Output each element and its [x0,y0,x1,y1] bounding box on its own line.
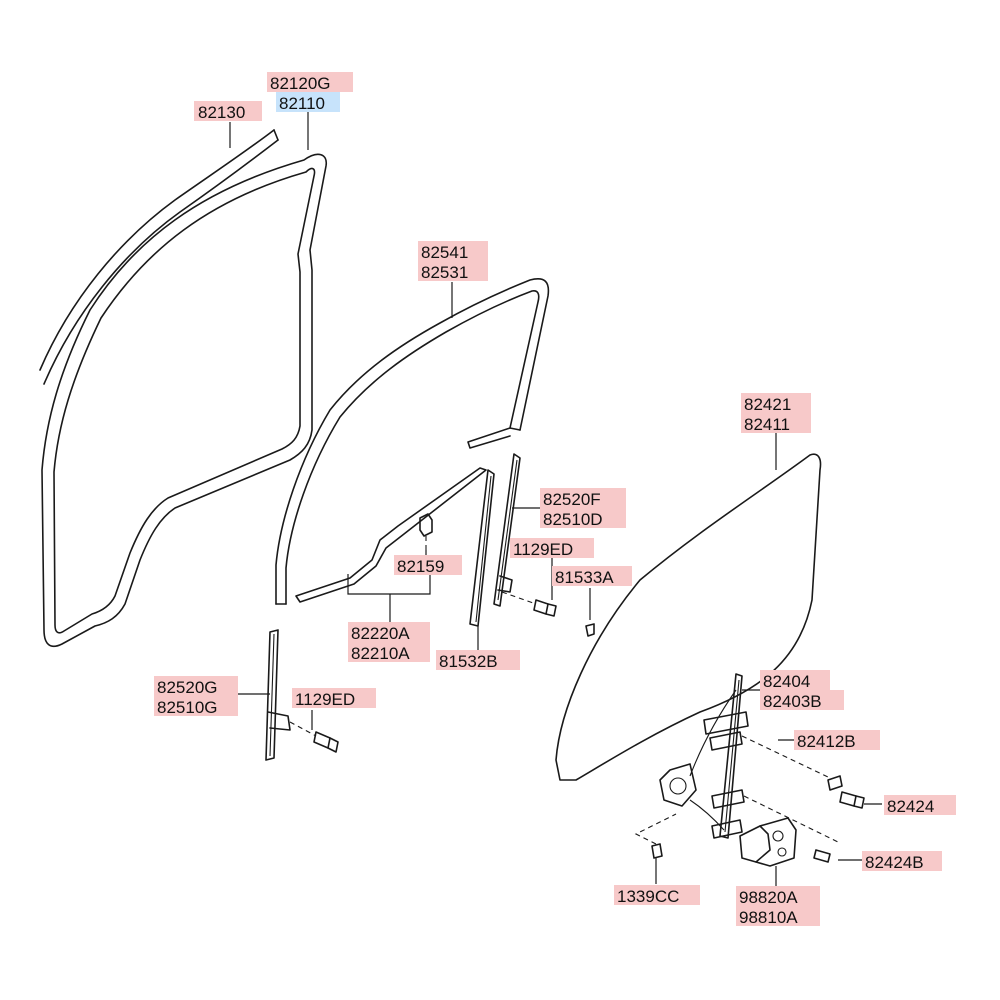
callout-label: 82412B [797,732,856,751]
callout-1129ED-upper[interactable]: 1129ED [510,538,594,559]
callout-label: 81532B [439,652,498,671]
roller-82412B-drawing [827,775,843,791]
callout-label: 82541 [421,243,468,262]
callout-82510G[interactable]: 82510G [154,696,238,717]
callout-82220A[interactable]: 82220A [348,622,430,643]
callout-label: 82110 [279,94,325,113]
callout-label: 82520F [543,490,601,509]
leader-lines [229,112,882,888]
callout-label: 82424B [865,853,924,872]
part-1339CC-drawing [634,813,677,859]
callout-label: 82404 [763,672,810,691]
callout-label: 82520G [157,678,218,697]
callout-98810A[interactable]: 98810A [736,906,820,927]
bolt-1129ED-upper-drawing [501,591,557,617]
callout-label: 1129ED [295,690,355,709]
callout-label: 98820A [739,888,798,907]
callout-label: 1129ED [513,540,573,559]
callout-label: 82510D [543,510,603,529]
clip-82159-drawing [419,513,433,550]
piece-81533A-drawing [585,623,595,637]
callout-98820A[interactable]: 98820A [736,886,820,907]
callout-label: 98810A [739,908,798,927]
callout-82120G[interactable]: 82120G [267,72,353,93]
callout-label: 82120G [270,74,331,93]
callout-81533A[interactable]: 81533A [552,566,632,587]
belt-weatherstrip-82220A-drawing [295,467,487,603]
callout-82531[interactable]: 82531 [418,261,488,282]
door-weatherstrip-82110-drawing [41,153,328,648]
channel-82520F-drawing [493,453,521,607]
callout-82159[interactable]: 82159 [394,555,462,576]
glass-run-channel-82541-drawing [275,278,550,605]
callout-label: 82424 [887,797,934,816]
callout-82520F[interactable]: 82520F [540,488,626,509]
callout-82403B[interactable]: 82403B [760,690,844,711]
callout-label: 81533A [555,568,614,587]
garnish-81532B-drawing [469,469,495,627]
callout-label: 1339CC [617,887,679,906]
callout-82510D[interactable]: 82510D [540,508,626,529]
callout-82520G[interactable]: 82520G [154,676,238,697]
callout-1339CC[interactable]: 1339CC [614,885,700,906]
callout-label: 82159 [397,557,444,576]
callout-82421[interactable]: 82421 [741,393,811,414]
callout-82210A[interactable]: 82210A [348,642,430,663]
bolt-1129ED-lower-drawing [289,721,339,753]
bolt-82424-drawing [839,791,865,809]
callout-82130[interactable]: 82130 [194,101,262,122]
callout-1129ED-lower[interactable]: 1129ED [292,688,376,709]
callout-82541[interactable]: 82541 [418,241,488,262]
callout-82424[interactable]: 82424 [884,795,956,816]
callout-label: 82220A [351,624,410,643]
callout-82404[interactable]: 82404 [760,670,830,691]
callout-81532B[interactable]: 81532B [436,650,520,671]
callout-label: 82130 [198,103,245,122]
channel-82520G-drawing [265,629,291,761]
callout-82424B[interactable]: 82424B [862,851,942,872]
callout-label: 82403B [763,692,822,711]
callout-82412B[interactable]: 82412B [794,730,880,751]
callout-label: 82411 [744,415,790,434]
door-glass-82421-drawing [555,453,822,781]
callout-label: 82510G [157,698,218,717]
weatherstrip-82130-drawing [39,129,279,385]
callout-label: 82531 [421,263,468,282]
callout-82411[interactable]: 82411 [741,413,811,434]
callout-label: 82210A [351,644,410,663]
bolt-82424B-drawing [813,849,831,863]
callout-82110[interactable]: 82110 [276,92,340,113]
motor-98820A-drawing [739,817,797,867]
window-regulator-82404-drawing [659,673,839,843]
callout-label: 82421 [744,395,791,414]
